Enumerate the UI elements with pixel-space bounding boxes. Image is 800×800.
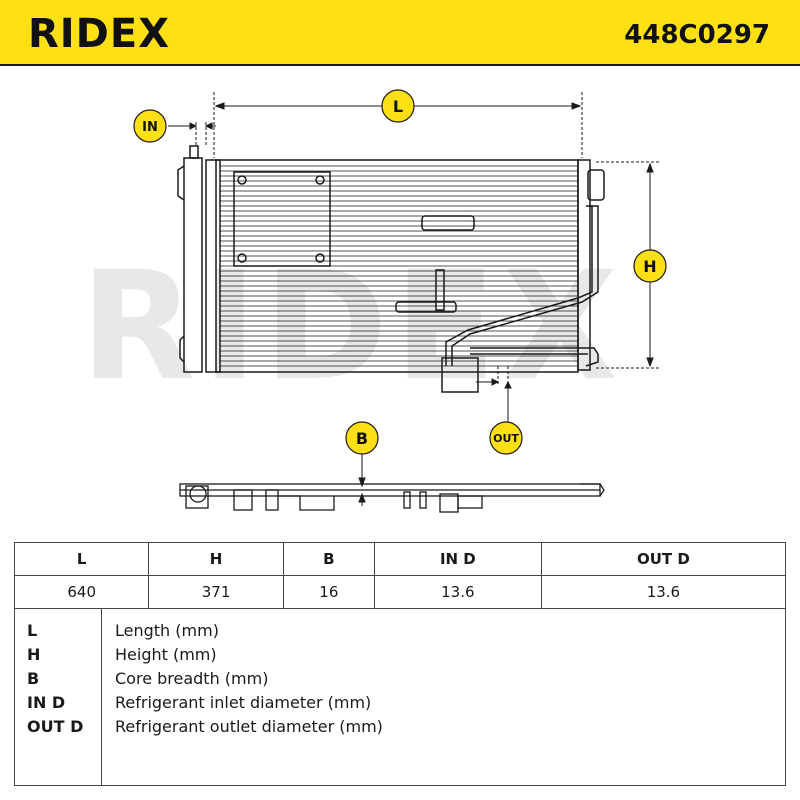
table-header: H — [148, 542, 284, 576]
height-badge: H — [633, 249, 667, 283]
legend-desc: Refrigerant inlet diameter (mm) — [115, 693, 372, 712]
table-cell: 371 — [148, 575, 284, 609]
legend-desc: Height (mm) — [115, 645, 217, 664]
core-fins — [220, 165, 578, 367]
legend-box: L Length (mm) H Height (mm) B Core bread… — [14, 608, 786, 786]
condenser-top-view — [179, 483, 605, 513]
breadth-badge-label: B — [356, 429, 368, 448]
legend-desc: Refrigerant outlet diameter (mm) — [115, 717, 383, 736]
legend-key: IN D — [27, 693, 66, 712]
legend-key: OUT D — [27, 717, 84, 736]
part-number: 448C0297 — [624, 20, 770, 50]
technical-diagram: RIDEX — [0, 66, 800, 542]
height-badge-label: H — [643, 257, 656, 276]
legend-key: H — [27, 645, 41, 664]
outlet-badge: OUT — [489, 421, 523, 455]
table-header: OUT D — [540, 542, 787, 576]
table-cell: 16 — [282, 575, 375, 609]
watermark-text: RIDEX — [80, 240, 624, 414]
brand-logo: RIDEX — [28, 11, 171, 57]
table-header: B — [282, 542, 375, 576]
table-cell: 13.6 — [373, 575, 542, 609]
outlet-badge-label: OUT — [493, 432, 519, 445]
inlet-badge-label: IN — [142, 120, 158, 135]
table-cell: 640 — [13, 575, 150, 609]
table-row: 640 371 16 13.6 13.6 — [13, 575, 787, 609]
table-cell: 13.6 — [540, 575, 787, 609]
breadth-dimension — [358, 454, 366, 506]
legend-desc: Core breadth (mm) — [115, 669, 269, 688]
table-header: IN D — [373, 542, 542, 576]
outlet-dimension — [476, 366, 512, 422]
inlet-badge: IN — [133, 109, 167, 143]
legend-desc: Length (mm) — [115, 621, 219, 640]
legend-key: B — [27, 669, 40, 688]
table-header-row: L H B IN D OUT D — [13, 542, 787, 576]
length-badge: L — [381, 89, 415, 123]
dimensions-table: L H B IN D OUT D 640 371 16 13.6 13.6 — [13, 542, 787, 609]
legend-key: L — [27, 621, 38, 640]
table-header: L — [13, 542, 150, 576]
condenser-drawing: RIDEX — [80, 89, 667, 513]
inlet-dimension — [168, 122, 216, 146]
header-bar: RIDEX 448C0297 — [0, 0, 800, 66]
length-badge-label: L — [393, 97, 403, 116]
legend-divider — [101, 609, 102, 785]
breadth-badge: B — [345, 421, 379, 455]
